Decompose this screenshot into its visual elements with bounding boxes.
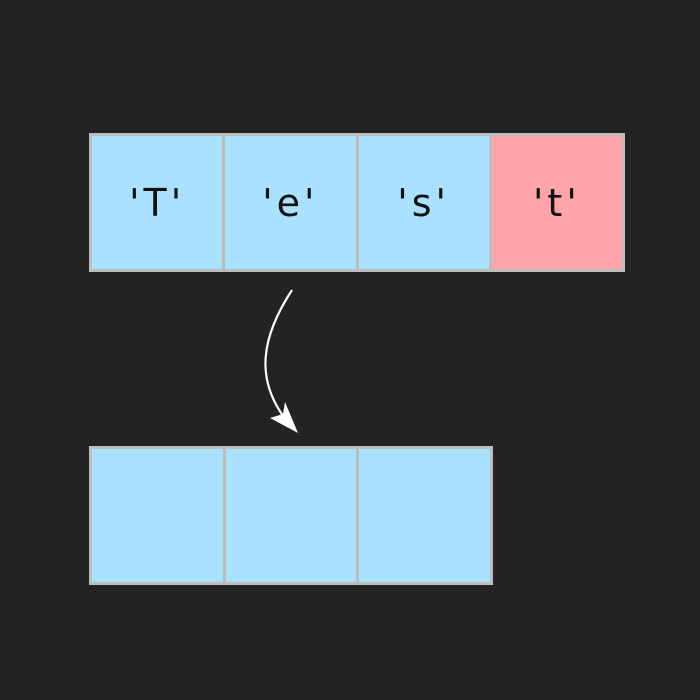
arrow-head (270, 402, 298, 433)
source-cell-2: 's' (358, 136, 489, 269)
target-cell-1 (225, 449, 357, 582)
arrow-shaft (264, 289, 293, 421)
source-cell-1: 'e' (225, 136, 356, 269)
target-array (89, 446, 493, 585)
source-array: 'T' 'e' 's' 't' (89, 133, 625, 272)
source-cell-0: 'T' (92, 136, 223, 269)
target-cell-2 (359, 449, 491, 582)
target-cell-0 (92, 449, 223, 582)
source-cell-3: 't' (491, 136, 622, 269)
